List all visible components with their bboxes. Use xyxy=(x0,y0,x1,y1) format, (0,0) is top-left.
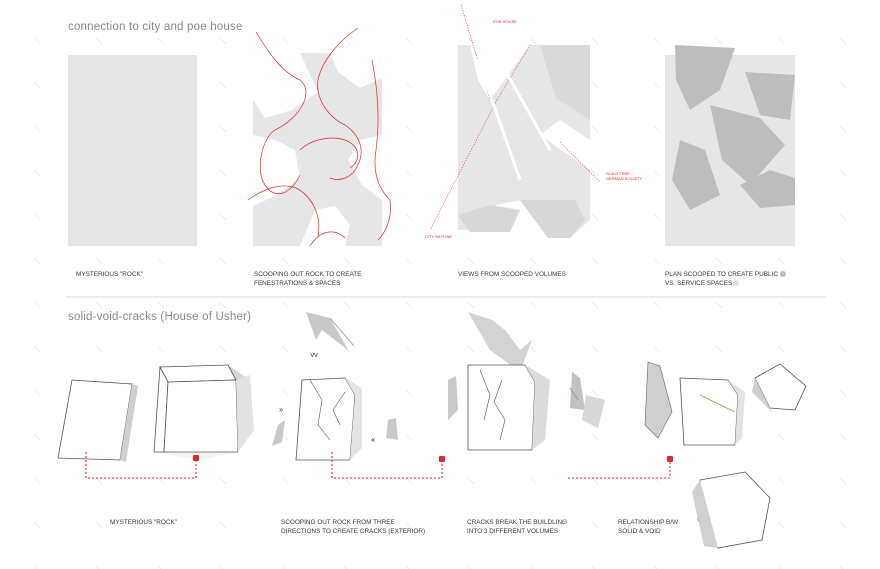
views-panel xyxy=(429,4,601,238)
arrow-left-icon: ‹‹ xyxy=(371,435,375,444)
caption-solid-void: RELATIONSHIP B/W SOLID & VOID xyxy=(618,519,679,535)
caption-views: VIEWS FROM SCOOPED VOLUMES xyxy=(458,271,566,278)
caption-mysterious-rock: MYSTERIOUS "ROCK" xyxy=(76,271,144,278)
arrow-down-icon: ˅˅ xyxy=(310,351,318,360)
scooped-rock-panel xyxy=(247,27,391,247)
guild-label: GUILD TREE ~ GERMAN SOCIETY xyxy=(606,171,643,181)
caption-scooping-rock: SCOOPING OUT ROCK TO CREATE FENESTRATION… xyxy=(254,271,362,287)
red-connectors xyxy=(85,452,671,479)
caption-rock-2: MYSTERIOUS "ROCK" xyxy=(110,519,178,526)
public-service-plan-panel xyxy=(665,45,795,246)
section-title-usher: solid-void-cracks (House of Usher) xyxy=(68,311,252,323)
cracked-rock xyxy=(272,312,398,461)
caption-scooping-three: SCOOPING OUT ROCK FROM THREE DIRECTIONS … xyxy=(281,519,426,535)
rock-volumes xyxy=(57,364,254,462)
three-volumes xyxy=(448,312,605,451)
service-dot-icon xyxy=(733,279,740,286)
arrow-right-icon: ›› xyxy=(279,405,283,414)
rock-plan-panel xyxy=(68,55,197,246)
public-dot-icon xyxy=(779,271,786,278)
poe-house-label: POE HOUSE xyxy=(493,19,517,24)
connector-nodes xyxy=(193,455,673,462)
caption-cracks: CRACKS BREAK THE BUILDLING INTO 3 DIFFER… xyxy=(467,519,568,535)
city-skyline-label: CITY SKYLINE xyxy=(425,234,453,239)
section-title-city: connection to city and poe house xyxy=(68,21,243,33)
caption-plan-scooped: PLAN SCOOPED TO CREATE PUBLIC Vs. SERVIC… xyxy=(665,271,786,288)
solid-void-volumes xyxy=(644,361,807,549)
